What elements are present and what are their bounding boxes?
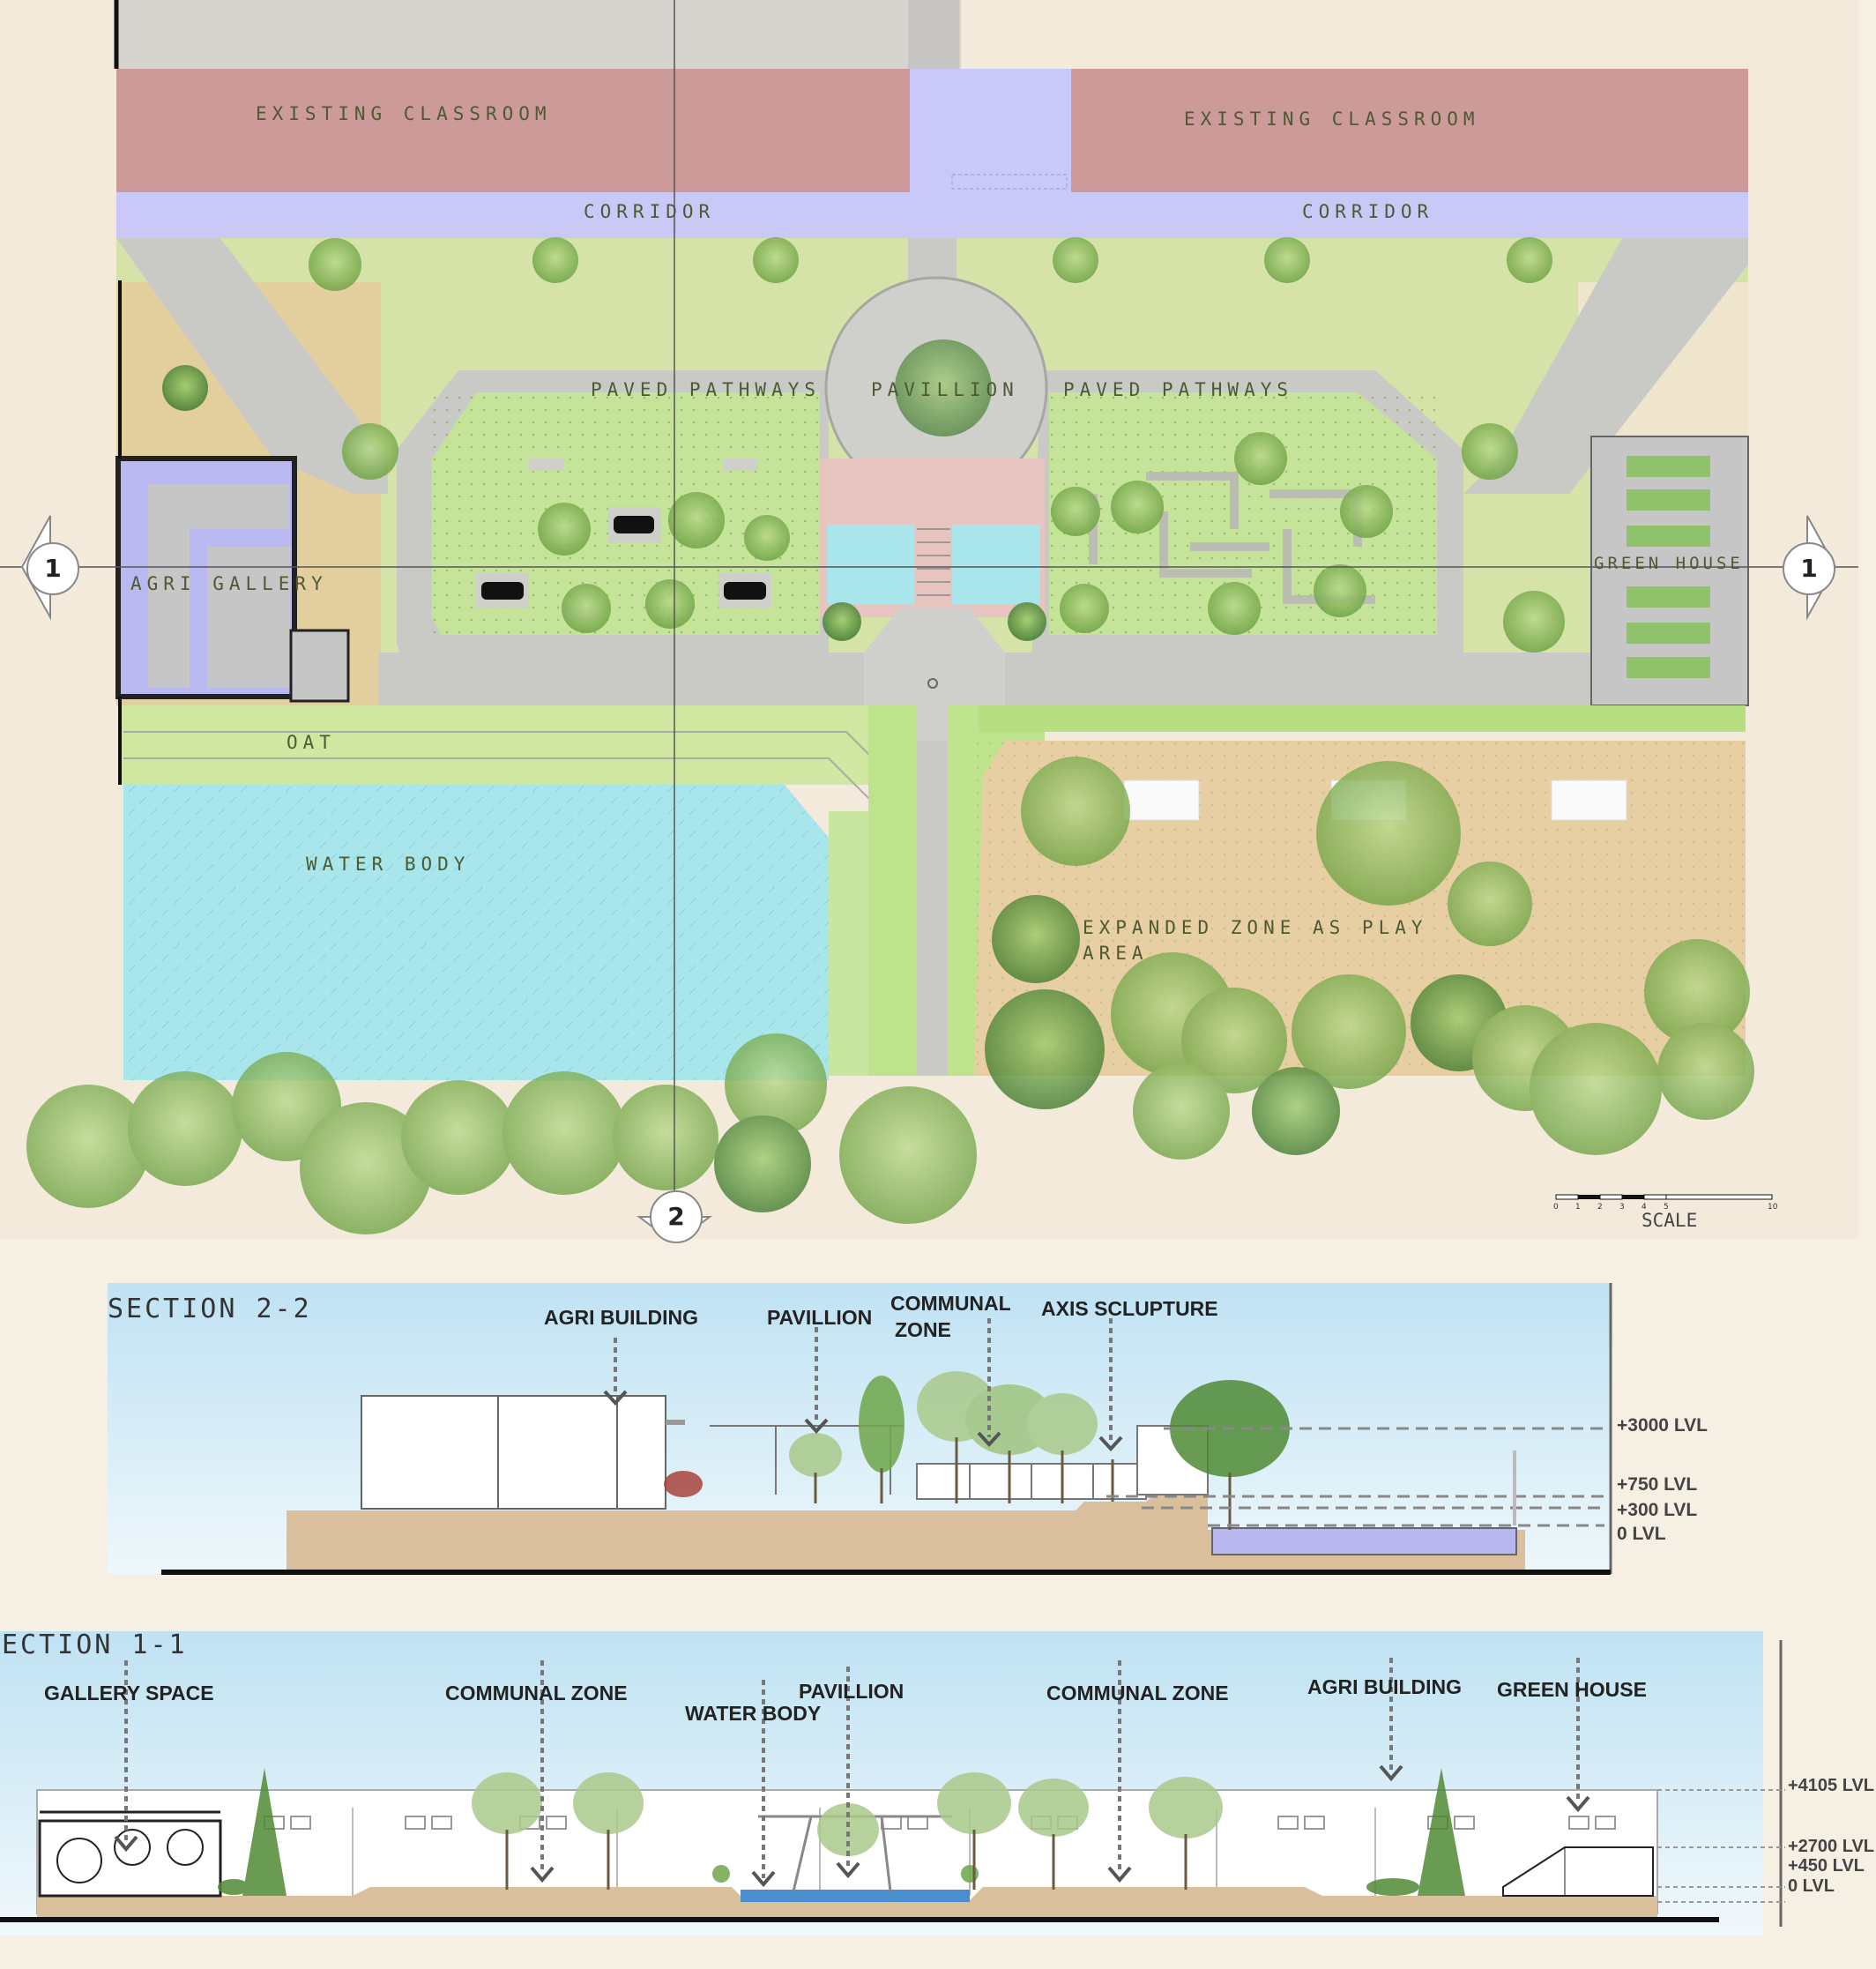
scale-tick-5: 5 — [1664, 1203, 1669, 1212]
level-11-450: +450 LVL — [1788, 1856, 1865, 1876]
label-corridor-left: CORRIDOR — [584, 201, 716, 222]
level-11-2700: +2700 LVL — [1788, 1837, 1875, 1856]
label-water-body-11: WATER BODY — [685, 1702, 822, 1725]
label-green-house: GREEN HOUSE — [1594, 554, 1744, 573]
level-22-750: +750 LVL — [1617, 1474, 1698, 1495]
section-2-2-arrows — [614, 1318, 1113, 1442]
scale-tick-3: 3 — [1619, 1203, 1625, 1212]
section-2-2-pergola — [710, 1425, 1209, 1500]
level-11-4105: +4105 LVL — [1788, 1776, 1875, 1795]
label-pavilion: PAVILLION — [871, 379, 1019, 400]
scale-bar — [1555, 1194, 1773, 1200]
label-communal-line1: COMMUNAL — [890, 1292, 1011, 1315]
scale-tick-2: 2 — [1597, 1203, 1603, 1212]
site-plan-drawing — [0, 0, 1858, 1239]
classroom-right — [1071, 69, 1748, 192]
label-play-area-1: EXPANDED ZONE AS PLAY — [1083, 917, 1428, 938]
section-2-2-drawing — [108, 1283, 1612, 1575]
section-2-2-level-lines — [1106, 1427, 1604, 1527]
label-axis-sculpture: AXIS SCLUPTURE — [1041, 1297, 1218, 1320]
label-agri-building: AGRI BUILDING — [544, 1306, 699, 1329]
label-green-house-11: GREEN HOUSE — [1497, 1678, 1647, 1701]
label-classroom-right: EXISTING CLASSROOM — [1184, 108, 1480, 130]
label-oat: OAT — [287, 732, 336, 753]
pool-right — [952, 525, 1040, 604]
scale-tick-4: 4 — [1642, 1203, 1647, 1212]
section-2-2-pool — [1211, 1527, 1517, 1555]
label-pavillion-22: PAVILLION — [767, 1306, 873, 1329]
level-22-0: 0 LVL — [1617, 1524, 1666, 1544]
section-2-2: SECTION 2-2 AGRI BUILDING PAVILLION COMM… — [0, 1239, 1876, 1592]
green-house-section — [1502, 1846, 1654, 1897]
section-marker-2-bottom: 2 — [650, 1190, 703, 1243]
label-play-area-2: AREA — [1083, 943, 1149, 964]
label-paved-right: PAVED PATHWAYS — [1063, 379, 1294, 400]
section-1-1-title: ECTION 1-1 — [2, 1630, 188, 1660]
section-1-1: ECTION 1-1 GALLERY SPACE COMMUNAL ZONE W… — [0, 1592, 1876, 1969]
section-marker-1-left: 1 — [26, 542, 79, 595]
agri-building-box — [361, 1395, 666, 1510]
level-22-3000: +3000 LVL — [1617, 1415, 1708, 1436]
section-1-1-water — [741, 1890, 970, 1902]
section-1-1-ground — [37, 1887, 1657, 1918]
section-1-1-drawing — [0, 1631, 1785, 1935]
scale-ticks: 0 1 2 3 4 5 10 — [1552, 1203, 1781, 1215]
label-classroom-left: EXISTING CLASSROOM — [256, 103, 552, 124]
label-agri-gallery: AGRI GALLERY — [130, 573, 328, 594]
label-agri-building-11: AGRI BUILDING — [1307, 1675, 1463, 1698]
path-diagonal-left — [116, 238, 388, 494]
label-corridor-right: CORRIDOR — [1302, 201, 1434, 222]
section-marker-1-right: 1 — [1783, 542, 1835, 595]
scale-tick-10: 10 — [1768, 1203, 1778, 1212]
corridor-center — [910, 69, 1071, 192]
label-gallery-space: GALLERY SPACE — [44, 1682, 214, 1704]
plan-trees — [162, 237, 1565, 653]
section-1-1-arrows — [124, 1658, 1580, 1878]
path-diagonal-right — [1463, 238, 1748, 494]
path-south — [917, 741, 950, 1076]
site-plan: EXISTING CLASSROOM EXISTING CLASSROOM CO… — [0, 0, 1858, 1243]
level-11-0: 0 LVL — [1788, 1876, 1835, 1896]
gallery-space — [38, 1819, 222, 1898]
label-communal-line2: ZONE — [895, 1318, 951, 1341]
classroom-left — [116, 69, 910, 192]
section-1-1-trees — [218, 1768, 1465, 1896]
label-pavillion-11: PAVILLION — [799, 1680, 904, 1703]
existing-area — [116, 0, 961, 69]
oat — [119, 705, 868, 785]
pool-left — [827, 525, 915, 604]
level-22-300: +300 LVL — [1617, 1500, 1698, 1520]
scale-tick-0: 0 — [1553, 1203, 1559, 1212]
section-2-2-title: SECTION 2-2 — [108, 1294, 312, 1324]
label-communal-right: COMMUNAL ZONE — [1046, 1682, 1229, 1704]
label-paved-left: PAVED PATHWAYS — [591, 379, 822, 400]
scale-label: SCALE — [1642, 1210, 1698, 1231]
scale-tick-1: 1 — [1575, 1203, 1581, 1212]
label-communal-left: COMMUNAL ZONE — [445, 1682, 628, 1704]
section-1-1-level-lines — [1657, 1789, 1785, 1903]
perimeter-trees — [26, 757, 1754, 1234]
corridor-strip — [116, 192, 1748, 238]
label-water-body: WATER BODY — [306, 854, 471, 875]
